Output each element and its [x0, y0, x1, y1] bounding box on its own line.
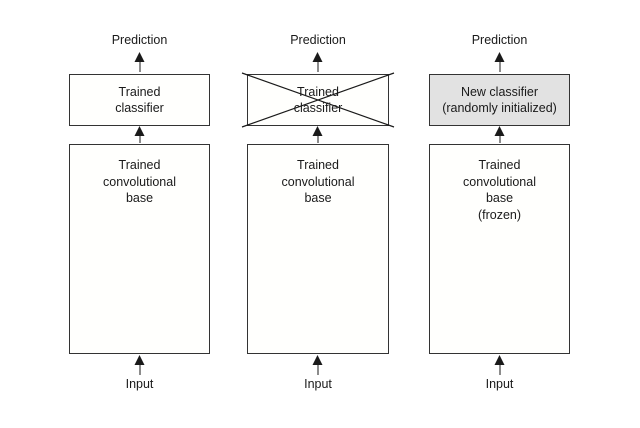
trained-convolutional-base-label: Trained convolutional base [70, 145, 209, 207]
diagram-column-classifier-discarded: Prediction Trained classifier Trained co… [241, 0, 395, 428]
input-label: Input [125, 377, 154, 391]
input-label: Input [304, 377, 332, 391]
diagram-column-new-classifier: Prediction New classifier (randomly init… [429, 0, 570, 428]
prediction-label: Prediction [111, 33, 168, 47]
base-line-4: (frozen) [477, 207, 522, 222]
arrow-up-to-prediction-icon [494, 52, 505, 72]
arrow-stem-icon [139, 131, 141, 143]
classifier-line-1: Trained [297, 85, 339, 99]
arrow-stem-icon [139, 57, 141, 72]
trained-convolutional-base-box: Trained convolutional base [247, 144, 389, 354]
arrow-base-to-classifier-icon [134, 126, 145, 143]
new-classifier-box: New classifier (randomly initialized) [429, 74, 570, 126]
base-line-2: convolutional [281, 174, 355, 189]
arrow-base-to-classifier-icon [494, 126, 505, 143]
base-line-3: base [125, 191, 154, 205]
classifier-line-2: classifier [115, 101, 164, 115]
trained-classifier-box: Trained classifier [69, 74, 210, 126]
new-classifier-label: New classifier (randomly initialized) [442, 84, 557, 116]
base-line-1: Trained [478, 158, 521, 172]
arrow-stem-icon [317, 131, 319, 143]
base-line-1: Trained [297, 158, 339, 172]
arrow-input-to-base-icon [312, 355, 324, 375]
arrow-stem-icon [317, 57, 319, 72]
diagram-column-pretrained-network: Prediction Trained classifier Trained co… [69, 0, 210, 428]
frozen-convolutional-base-label: Trained convolutional base (frozen) [430, 145, 569, 223]
trained-convolutional-base-box: Trained convolutional base [69, 144, 210, 354]
arrow-stem-icon [499, 131, 501, 143]
prediction-label: Prediction [290, 33, 346, 47]
arrow-stem-icon [139, 360, 141, 375]
arrow-stem-icon [499, 57, 501, 72]
base-line-2: convolutional [463, 174, 536, 189]
base-line-2: convolutional [103, 174, 176, 189]
arrow-stem-icon [499, 360, 501, 375]
frozen-convolutional-base-box: Trained convolutional base (frozen) [429, 144, 570, 354]
prediction-label: Prediction [471, 33, 528, 47]
arrow-input-to-base-icon [134, 355, 145, 375]
arrow-stem-icon [317, 360, 319, 375]
trained-classifier-label: Trained classifier [294, 84, 343, 116]
trained-classifier-label: Trained classifier [115, 84, 164, 116]
input-label: Input [485, 377, 514, 391]
classifier-line-1: Trained [118, 85, 161, 99]
base-line-3: base [485, 191, 514, 205]
classifier-line-2: classifier [293, 101, 343, 115]
trained-classifier-box: Trained classifier [247, 74, 389, 126]
trained-convolutional-base-label: Trained convolutional base [248, 145, 388, 207]
arrow-base-to-classifier-icon [312, 126, 324, 143]
classifier-line-2: (randomly initialized) [442, 101, 557, 115]
arrow-up-to-prediction-icon [312, 52, 324, 72]
arrow-up-to-prediction-icon [134, 52, 145, 72]
base-line-3: base [304, 191, 332, 205]
base-line-1: Trained [118, 158, 161, 172]
classifier-line-1: New classifier [460, 85, 539, 99]
arrow-input-to-base-icon [494, 355, 505, 375]
